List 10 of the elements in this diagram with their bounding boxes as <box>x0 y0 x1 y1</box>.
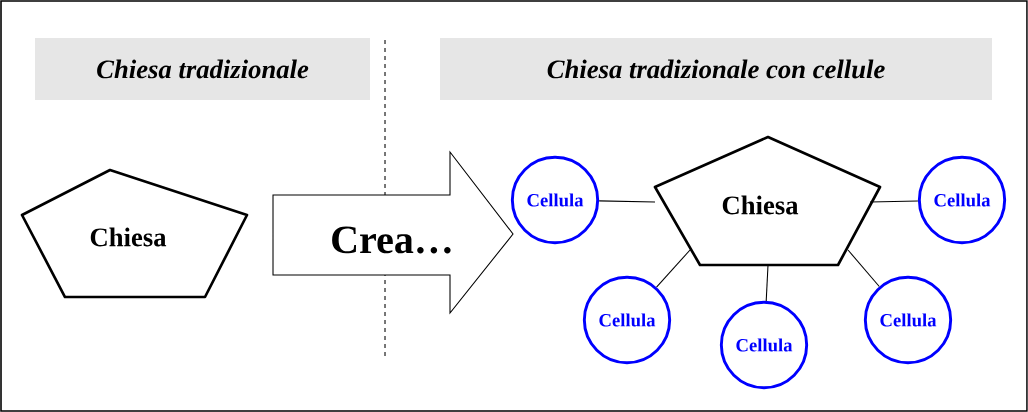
connector-line <box>765 264 769 302</box>
pentagon: Chiesa <box>20 168 249 299</box>
connector-line <box>847 249 880 288</box>
connector-line <box>869 200 919 203</box>
connector-line <box>656 249 691 288</box>
connector-line <box>598 200 656 203</box>
pentagon: Chiesa <box>653 135 882 267</box>
edge-label: Crea… <box>328 225 456 255</box>
title-band: Chiesa tradizionale <box>35 38 370 100</box>
title-band: Chiesa tradizionale con cellule <box>440 38 992 100</box>
